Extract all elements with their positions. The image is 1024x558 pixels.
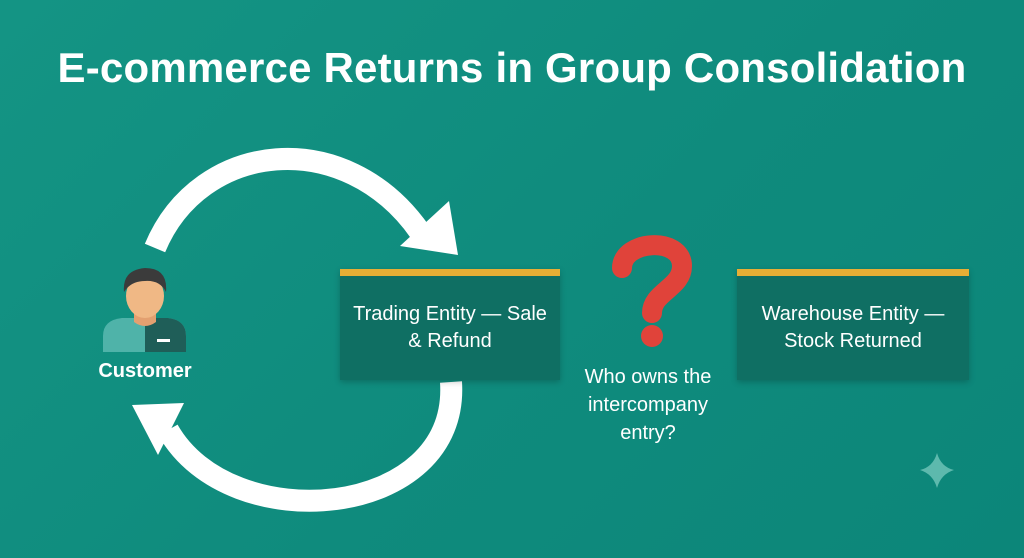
sparkle-icon [920, 453, 954, 488]
sale-arrow [144, 148, 458, 255]
return-arrow [132, 381, 463, 512]
warehouse-entity-box: Warehouse Entity — Stock Returned [737, 269, 969, 380]
trading-accent-bar [340, 269, 560, 276]
person-icon [103, 268, 186, 352]
trading-entity-box: Trading Entity — Sale & Refund [340, 269, 560, 380]
page-title: E-commerce Returns in Group Consolidatio… [57, 44, 967, 91]
customer-label: Customer [98, 360, 192, 382]
trading-entity-label: Trading Entity — Sale & Refund [353, 302, 547, 352]
warehouse-accent-bar [737, 269, 969, 276]
warehouse-entity-label: Warehouse Entity — Stock Returned [761, 302, 945, 352]
question-mark-icon [612, 235, 693, 347]
question-text: Who owns the intercompany entry? [584, 366, 712, 444]
